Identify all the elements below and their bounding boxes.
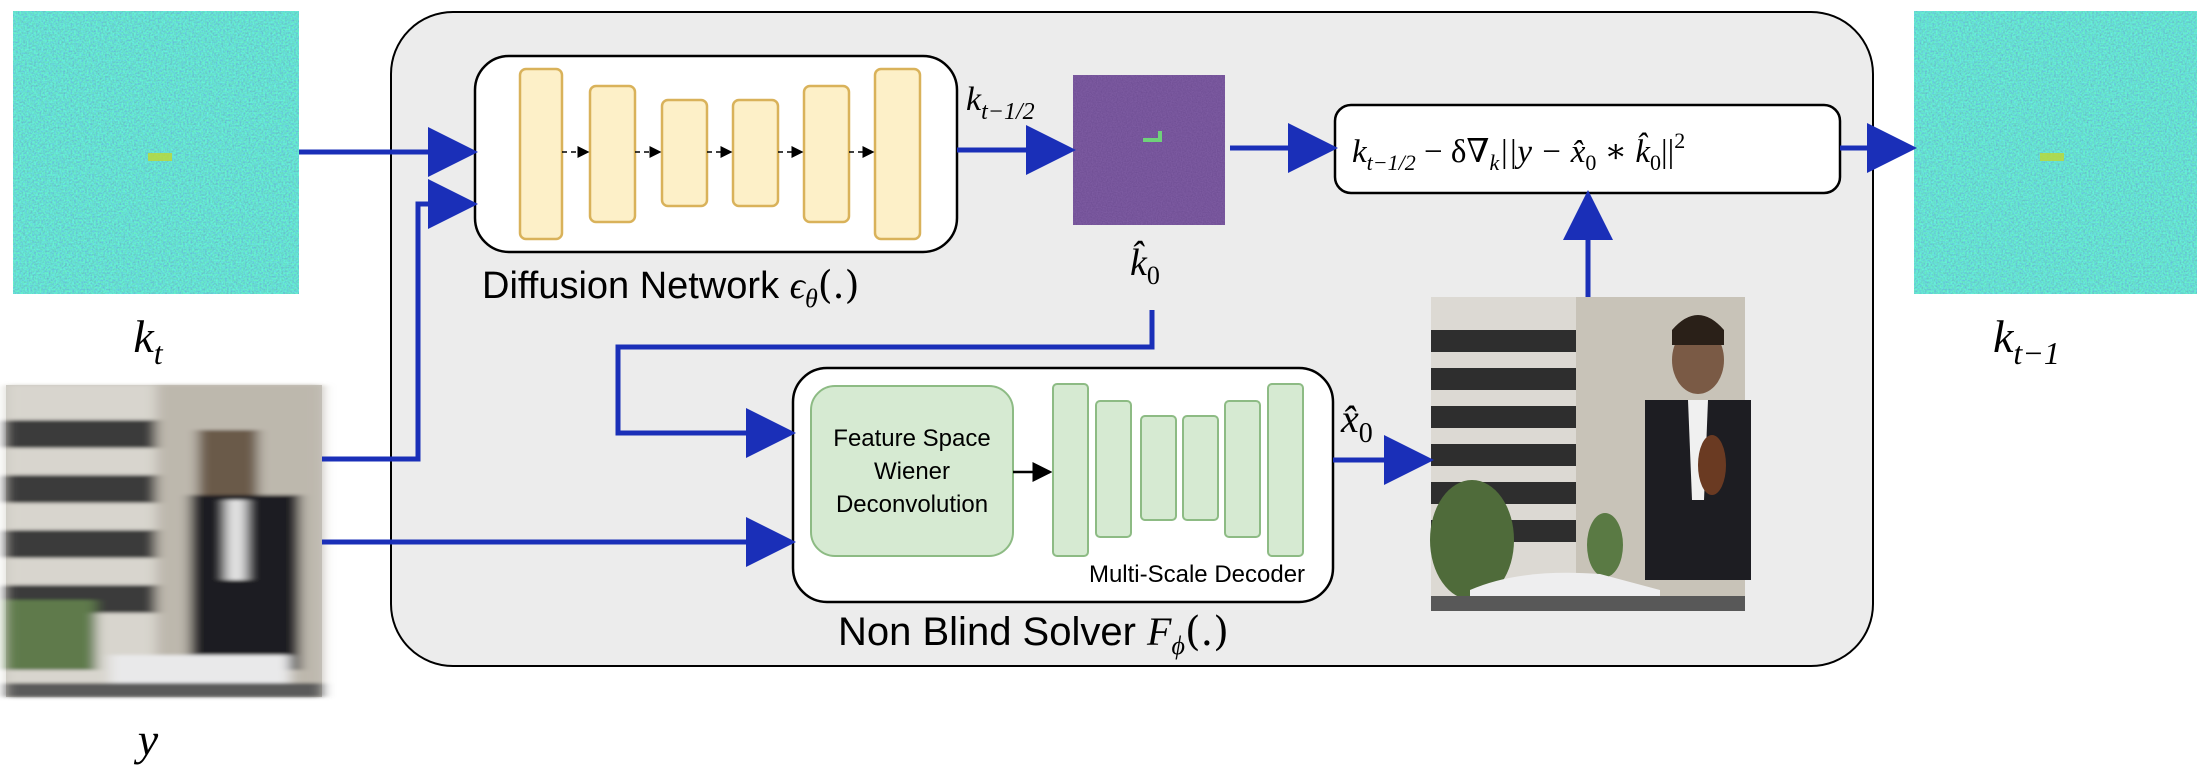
kt1-noise-image bbox=[1914, 11, 2197, 294]
update-formula-box bbox=[1333, 103, 1842, 195]
kt-noise-image bbox=[13, 11, 299, 294]
decoder-block bbox=[1140, 415, 1177, 521]
decoder-block bbox=[1182, 415, 1219, 521]
arrow-y-to-diffusion bbox=[322, 179, 478, 462]
feature-space-line2: Wiener bbox=[874, 458, 950, 485]
feature-space-line1: Feature Space bbox=[833, 425, 990, 452]
diffusion-network-label: Diffusion Network ϵθ(.) bbox=[482, 263, 859, 313]
unet-block bbox=[731, 98, 780, 208]
unet-block bbox=[873, 67, 922, 241]
unet-block bbox=[588, 84, 637, 224]
decoder-block bbox=[1052, 383, 1089, 557]
unet-blocks bbox=[518, 67, 922, 241]
y-blurred-image bbox=[6, 385, 322, 697]
update-formula: kt−1/2 − δ∇k||y − x̂0 ∗ k̂0||2 bbox=[1352, 128, 1685, 175]
decoder-block bbox=[1224, 400, 1261, 538]
k-half-label: kt−1/2 bbox=[966, 81, 1035, 125]
decoder-block bbox=[1095, 400, 1132, 538]
unet-block bbox=[518, 67, 564, 241]
feature-space-line3: Deconvolution bbox=[836, 491, 988, 518]
unet-block bbox=[660, 98, 709, 208]
kt1-label: kt−1 bbox=[1993, 311, 2060, 371]
decoder-block bbox=[1267, 383, 1304, 557]
y-label: y bbox=[134, 714, 159, 765]
non-blind-solver-label: Non Blind Solver Fϕ(.) bbox=[838, 609, 1229, 660]
unet-block bbox=[802, 84, 851, 224]
x0-hat-label: x̂0 bbox=[1340, 396, 1373, 449]
x0-deblurred-image bbox=[1430, 297, 1751, 611]
arrow-k0-to-solver bbox=[615, 310, 1155, 458]
kt-label: kt bbox=[133, 311, 163, 371]
k0-hat-label: k̂0 bbox=[1130, 241, 1160, 290]
decoder-blocks bbox=[1052, 383, 1304, 557]
flow-arrows bbox=[299, 123, 1917, 567]
multi-scale-decoder-label: Multi-Scale Decoder bbox=[1089, 561, 1305, 588]
kernel-image bbox=[1073, 75, 1225, 225]
